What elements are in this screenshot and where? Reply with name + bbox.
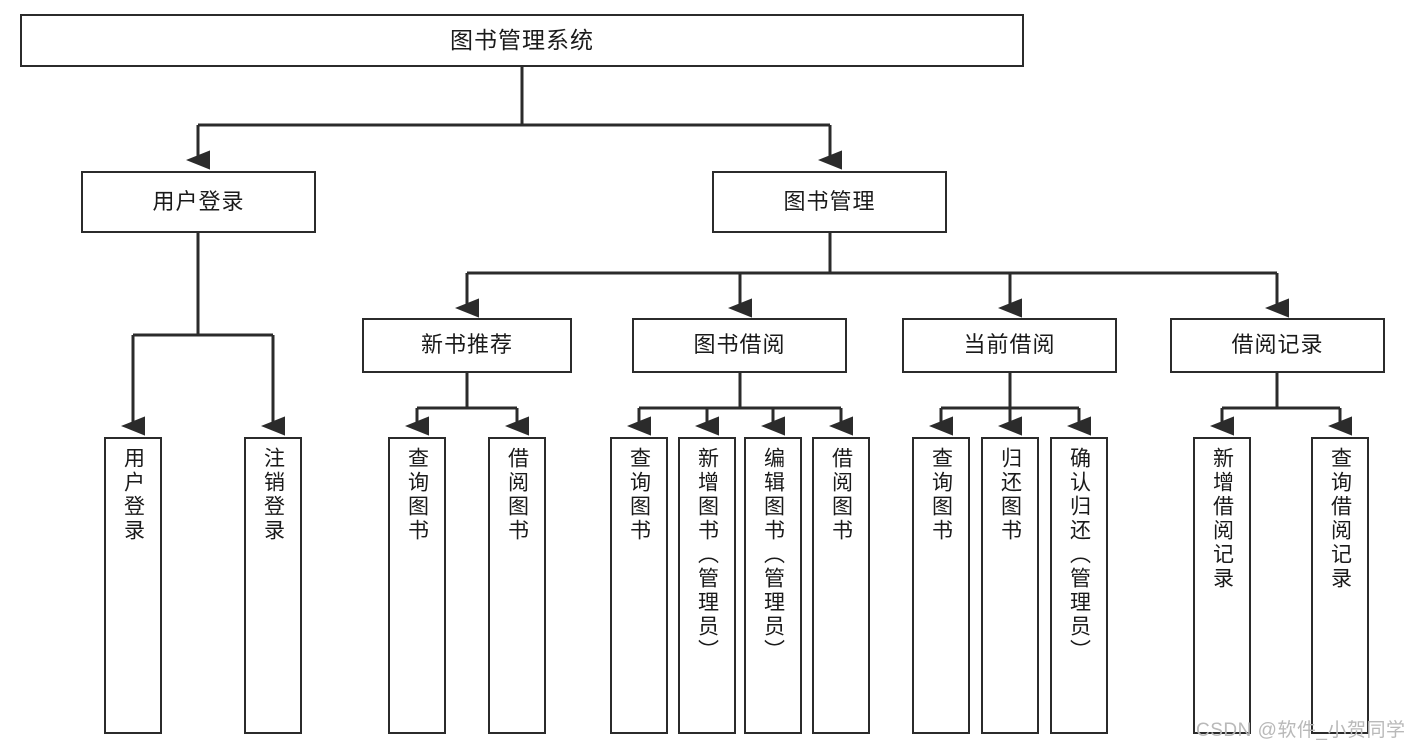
leaf-user-login[interactable]: 用户登录 (104, 437, 162, 734)
node-label: 查询图书 (627, 447, 651, 543)
node-label: 查询图书 (405, 447, 429, 543)
node-label: 用户登录 (121, 447, 145, 543)
node-label: 新增图书（管理员） (695, 447, 719, 663)
csdn-watermark: CSDN @软件_小贺同学 (1196, 720, 1405, 741)
node-label: 用户登录 (152, 188, 245, 214)
node-user-login[interactable]: 用户登录 (81, 171, 316, 233)
node-book-management-system[interactable]: 图书管理系统 (20, 14, 1024, 67)
node-label: 借阅图书 (505, 447, 529, 543)
leaf-query-book-recommend[interactable]: 查询图书 (388, 437, 446, 734)
node-label: 归还图书 (998, 447, 1022, 543)
leaf-confirm-return[interactable]: 确认归还（管理员） (1050, 437, 1108, 734)
node-book-borrow[interactable]: 图书借阅 (632, 318, 847, 373)
node-label: 借阅记录 (1231, 332, 1324, 358)
node-label: 编辑图书（管理员） (761, 447, 785, 663)
node-label: 图书借阅 (693, 332, 786, 358)
leaf-borrow-book-recommend[interactable]: 借阅图书 (488, 437, 546, 734)
leaf-logout-login[interactable]: 注销登录 (244, 437, 302, 734)
leaf-query-book-borrow[interactable]: 查询图书 (610, 437, 668, 734)
node-label: 当前借阅 (963, 332, 1056, 358)
node-current-borrow[interactable]: 当前借阅 (902, 318, 1117, 373)
node-book-management[interactable]: 图书管理 (712, 171, 947, 233)
leaf-query-book-current[interactable]: 查询图书 (912, 437, 970, 734)
node-label: 图书管理 (783, 188, 876, 214)
leaf-return-book[interactable]: 归还图书 (981, 437, 1039, 734)
node-label: 确认归还（管理员） (1067, 447, 1091, 663)
leaf-borrow-book[interactable]: 借阅图书 (812, 437, 870, 734)
leaf-add-borrow-record[interactable]: 新增借阅记录 (1193, 437, 1251, 734)
node-label: 查询图书 (929, 447, 953, 543)
node-label: 新增借阅记录 (1210, 447, 1234, 591)
node-new-book-recommend[interactable]: 新书推荐 (362, 318, 572, 373)
node-label: 借阅图书 (829, 447, 853, 543)
node-label: 注销登录 (261, 447, 285, 543)
leaf-add-book[interactable]: 新增图书（管理员） (678, 437, 736, 734)
node-label: 图书管理系统 (450, 27, 594, 54)
leaf-edit-book[interactable]: 编辑图书（管理员） (744, 437, 802, 734)
node-label: 查询借阅记录 (1328, 447, 1352, 591)
node-borrow-record[interactable]: 借阅记录 (1170, 318, 1385, 373)
leaf-query-borrow-record[interactable]: 查询借阅记录 (1311, 437, 1369, 734)
node-label: 新书推荐 (420, 332, 513, 358)
